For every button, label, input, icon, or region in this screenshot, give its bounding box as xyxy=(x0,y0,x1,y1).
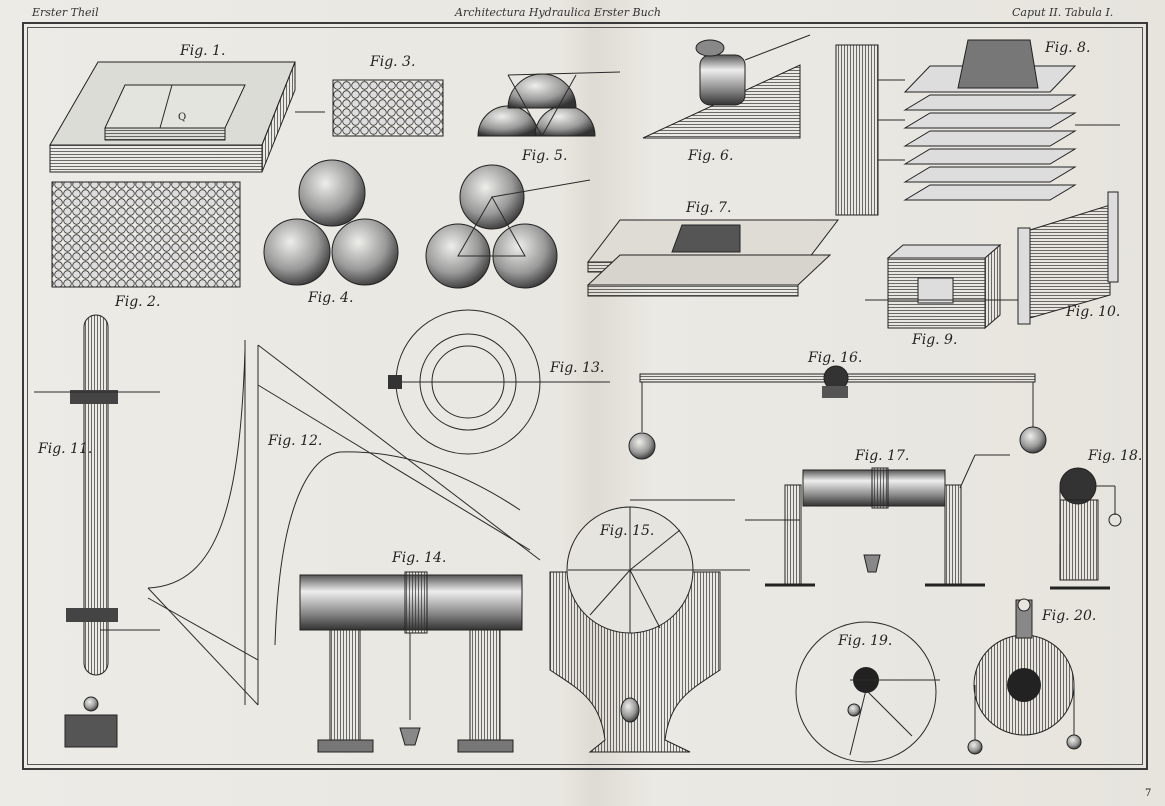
svg-text:Q: Q xyxy=(178,112,186,123)
fig10-label: Fig. 10. xyxy=(1065,304,1120,320)
fig19-circle: Fig. 19. xyxy=(795,621,940,763)
fig17-label: Fig. 17. xyxy=(854,448,909,464)
fig7-plates: Fig. 7. xyxy=(586,200,840,297)
fig19-label: Fig. 19. xyxy=(837,633,892,649)
fig8-label: Fig. 8. xyxy=(1044,40,1090,56)
fig20-disk: Fig. 20. xyxy=(967,598,1096,755)
fig20-label: Fig. 20. xyxy=(1041,608,1096,624)
fig4-label: Fig. 4. xyxy=(307,290,353,306)
fig3-ball-block: Fig. 3. xyxy=(332,54,444,137)
fig9-box: Fig. 9. xyxy=(865,243,1020,348)
fig2-label: Fig. 2. xyxy=(114,294,160,310)
header-center: Architectura Hydraulica Erster Buch xyxy=(455,6,661,19)
fig4-spheres: Fig. 4. xyxy=(263,159,399,306)
fig11-label: Fig. 11. xyxy=(37,441,92,457)
header-left: Erster Theil xyxy=(32,6,99,19)
fig15-label: Fig. 15. xyxy=(599,523,654,539)
fig16-lever: Fig. 16. xyxy=(628,350,1047,460)
fig15-wheel: Fig. 15. xyxy=(549,499,750,753)
fig1-label: Fig. 1. xyxy=(179,43,225,59)
header-right: Caput II. Tabula I. xyxy=(1012,6,1114,19)
fig4b-spheres-construction xyxy=(425,164,591,289)
fig16-label: Fig. 16. xyxy=(807,350,862,366)
fig9-label: Fig. 9. xyxy=(911,332,957,348)
page-number: 7 xyxy=(1145,788,1151,799)
fig12-label: Fig. 12. xyxy=(267,433,322,449)
fig6-label: Fig. 6. xyxy=(687,148,733,164)
fig8-stacked-plates: Fig. 8. xyxy=(835,39,1120,216)
plate-border-outer xyxy=(22,22,1148,770)
fig18-label: Fig. 18. xyxy=(1087,448,1142,464)
fig6-inclined-plane: Fig. 6. xyxy=(642,34,811,164)
fig5-hemispheres: Fig. 5. xyxy=(477,71,621,164)
fig13-label: Fig. 13. xyxy=(549,360,604,376)
fig10-sheet: Fig. 10. xyxy=(1017,191,1120,325)
fig3-label: Fig. 3. xyxy=(369,54,415,70)
fig7-label: Fig. 7. xyxy=(685,200,731,216)
plate-border-inner xyxy=(27,27,1143,765)
fig5-label: Fig. 5. xyxy=(521,148,567,164)
fig2-ball-grid: Fig. 2. xyxy=(51,181,241,310)
fig18-pulley: Fig. 18. xyxy=(1050,448,1142,590)
fig11-rod: Fig. 11. xyxy=(34,314,160,748)
fig14-label: Fig. 14. xyxy=(391,550,446,566)
fig17-windlass: Fig. 17. xyxy=(745,448,1010,587)
fig12-curves: Fig. 12. xyxy=(147,340,541,706)
fig1-slab-diagram: Fig. 1. Q xyxy=(49,43,325,173)
fig13-circles: Fig. 13. xyxy=(388,309,610,455)
fig14-roller: Fig. 14. xyxy=(299,550,523,753)
